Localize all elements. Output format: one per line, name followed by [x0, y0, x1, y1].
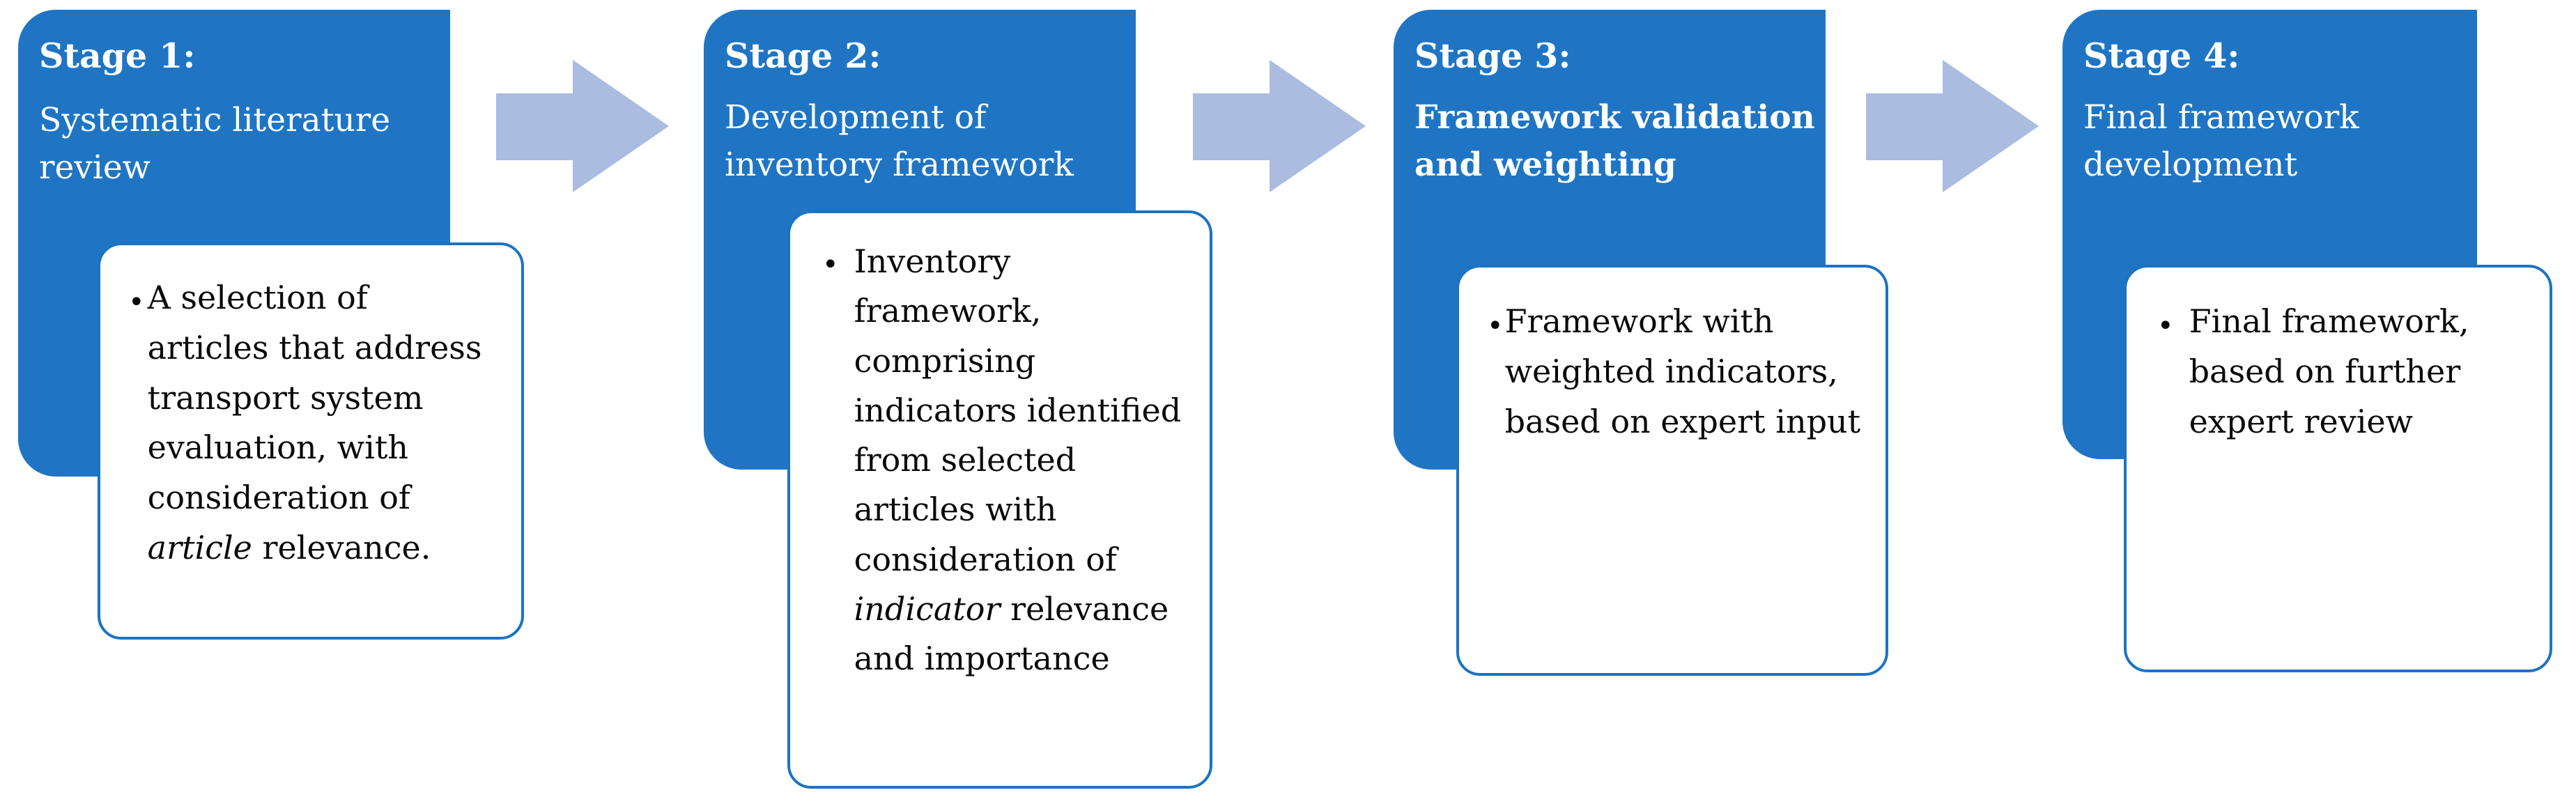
arrow-stage3-to-stage4-icon	[1866, 60, 2039, 192]
stage-4-text-part-1: Final framework, based on further expert…	[2189, 302, 2469, 440]
stage-1-title: Systematic literature review	[39, 101, 391, 187]
arrow-head	[1270, 60, 1366, 192]
arrow-head	[573, 60, 669, 192]
stage-2-italic-term: indicator	[854, 590, 1001, 628]
stage-1-label: Stage 1:	[39, 36, 196, 76]
bullet-icon: •	[2157, 310, 2174, 342]
stage-3-label: Stage 3:	[1414, 36, 1571, 76]
stage-2-detail-text: Inventory framework, comprising indicato…	[854, 237, 1193, 684]
stage-2-detail-card: • Inventory framework, comprising indica…	[787, 210, 1212, 789]
stage-3-detail-card: • Framework with weighted indicators, ba…	[1456, 265, 1888, 676]
stage-2-title: Development of inventory framework	[725, 98, 1074, 184]
stage-2-text-part-1: Inventory framework, comprising indicato…	[854, 242, 1182, 578]
list-item: • A selection of articles that address t…	[128, 273, 498, 573]
bullet-icon: •	[128, 286, 145, 318]
stage-1-text-part-2: relevance.	[252, 528, 431, 566]
stage-1-italic-term: article	[147, 528, 252, 566]
arrow-stage2-to-stage3-icon	[1193, 60, 1366, 192]
list-item: • Framework with weighted indicators, ba…	[1487, 297, 1869, 447]
list-item: • Inventory framework, comprising indica…	[822, 237, 1193, 684]
arrow-stage1-to-stage2-icon	[496, 60, 669, 192]
stage-3-detail-text: Framework with weighted indicators, base…	[1505, 297, 1869, 447]
stage-2-text-part-2: relevance and importance	[854, 590, 1169, 678]
bullet-icon: •	[1487, 310, 1504, 342]
arrow-head	[1943, 60, 2039, 192]
stage-1-detail-card: • A selection of articles that address t…	[98, 242, 524, 640]
stage-4-label: Stage 4:	[2083, 36, 2240, 76]
stage-4-detail-card: • Final framework, based on further expe…	[2124, 265, 2552, 672]
stage-4-detail-text: Final framework, based on further expert…	[2189, 297, 2533, 447]
stage-2-label: Stage 2:	[725, 36, 881, 76]
stage-4-title: Final framework development	[2083, 98, 2359, 184]
stage-1-detail-text: A selection of articles that address tra…	[148, 273, 498, 573]
list-item: • Final framework, based on further expe…	[2157, 297, 2533, 447]
stage-3-title: Framework validation and weighting	[1414, 98, 1815, 184]
stage-1-text-part-1: A selection of articles that address tra…	[147, 279, 482, 516]
stage-3-text-part-1: Framework with weighted indicators, base…	[1504, 302, 1861, 440]
bullet-icon: •	[822, 249, 839, 281]
